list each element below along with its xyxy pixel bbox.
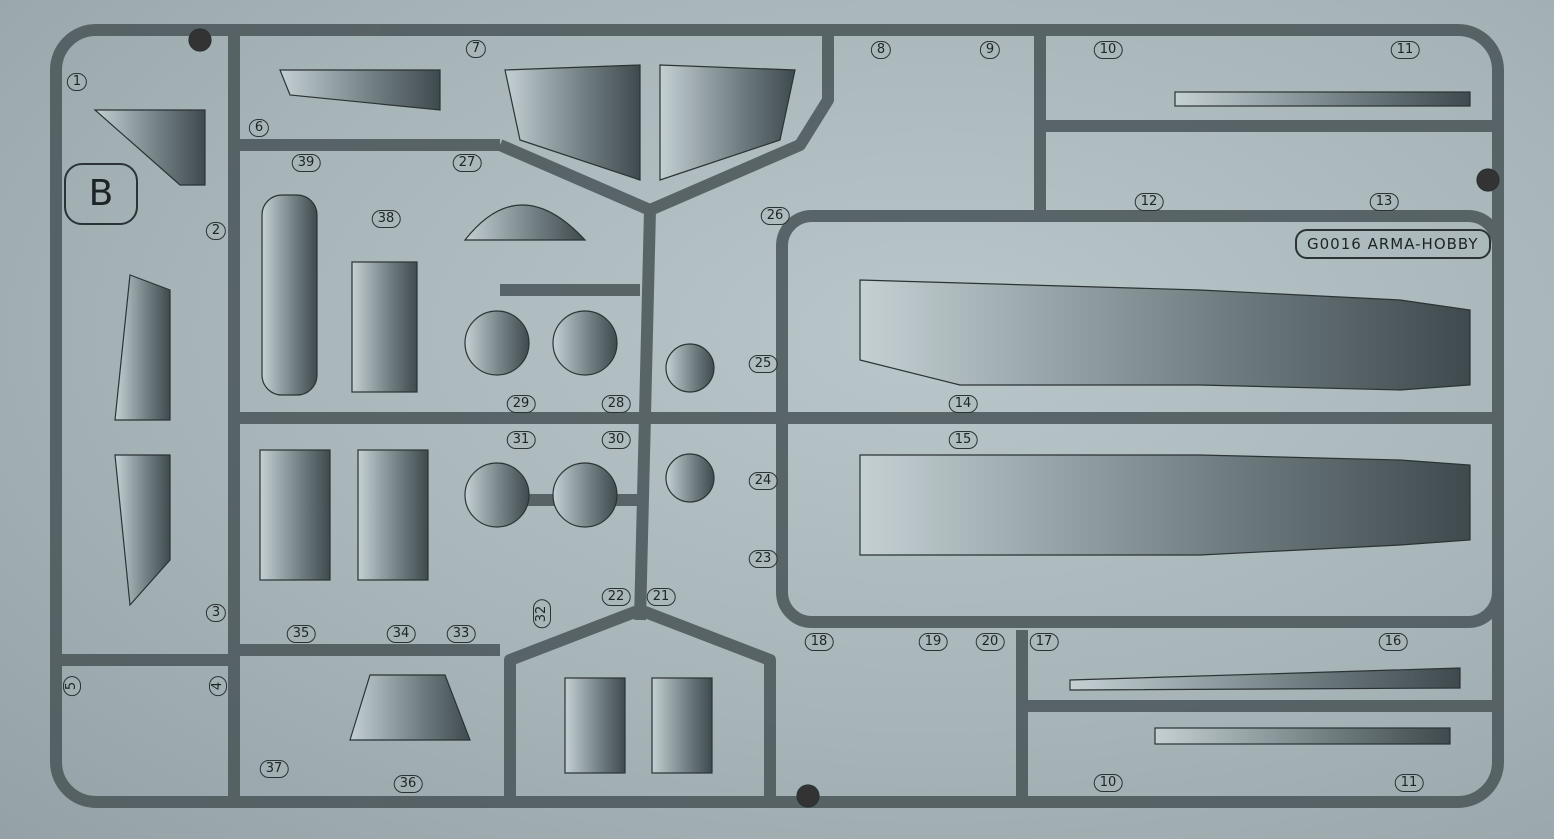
part-35 — [259, 449, 331, 581]
part-label: 6 — [248, 119, 270, 137]
part-label: 1 — [66, 73, 88, 91]
part-label: 18 — [804, 633, 834, 651]
radiator-21 — [651, 677, 713, 774]
part-label: 2 — [205, 222, 227, 240]
part-27 — [463, 204, 587, 241]
part-39 — [261, 194, 318, 396]
part-label: 5 — [63, 675, 81, 697]
part-11-top — [1174, 91, 1471, 107]
part-label: 16 — [1378, 633, 1408, 651]
part-label: 39 — [291, 154, 321, 172]
sprue-letter: B — [64, 163, 138, 225]
part-label: 30 — [601, 431, 631, 449]
radiator-22 — [564, 677, 626, 774]
part-label: 25 — [748, 355, 778, 373]
part-label: 23 — [748, 550, 778, 568]
part-label: 9 — [979, 41, 1001, 59]
part-label: 29 — [506, 395, 536, 413]
part-label: 15 — [948, 431, 978, 449]
part-label: 21 — [646, 588, 676, 606]
part-label: 28 — [601, 395, 631, 413]
part-label: 3 — [205, 604, 227, 622]
fuselage-half-upper — [859, 279, 1471, 391]
part-label: 7 — [465, 40, 487, 58]
part-label: 10 — [1093, 41, 1123, 59]
part-17 — [1069, 667, 1461, 691]
part-label: 4 — [209, 675, 227, 697]
part-label: 26 — [760, 207, 790, 225]
wing-left — [504, 64, 641, 181]
wheel-30 — [552, 462, 618, 528]
part-label: 17 — [1029, 633, 1059, 651]
parts — [93, 28, 1500, 808]
part-label: 13 — [1369, 193, 1399, 211]
part-6 — [279, 69, 441, 111]
part-label: 27 — [452, 154, 482, 172]
wing-right — [659, 64, 796, 181]
part-34 — [357, 449, 429, 581]
part-2 — [114, 274, 171, 421]
part-36 — [349, 674, 471, 741]
part-label: 32 — [533, 599, 551, 629]
part-38 — [351, 261, 418, 393]
part-3 — [114, 454, 171, 607]
ejector-pin-mark — [1476, 168, 1500, 192]
part-label: 19 — [918, 633, 948, 651]
part-label: 11 — [1394, 774, 1424, 792]
part-label: 37 — [259, 760, 289, 778]
fuselage-half-lower — [859, 454, 1471, 556]
part-label: 33 — [446, 625, 476, 643]
part-label: 24 — [748, 472, 778, 490]
part-label: 12 — [1134, 193, 1164, 211]
part-label: 35 — [286, 625, 316, 643]
part-label: 31 — [506, 431, 536, 449]
part-label: 11 — [1390, 41, 1420, 59]
part-label: 8 — [870, 41, 892, 59]
part-label: 20 — [975, 633, 1005, 651]
ejector-pin-mark — [796, 784, 820, 808]
part-label: 22 — [601, 588, 631, 606]
part-label: 14 — [948, 395, 978, 413]
part-24 — [665, 453, 715, 503]
part-label: 36 — [393, 775, 423, 793]
part-label: 34 — [386, 625, 416, 643]
wheel-31 — [464, 462, 530, 528]
part-label: 38 — [371, 210, 401, 228]
wheel-28 — [552, 310, 618, 376]
kit-code: G0016 ARMA-HOBBY — [1295, 229, 1491, 259]
runners — [50, 24, 1504, 808]
ejector-pin-mark — [188, 28, 212, 52]
wheel-29 — [464, 310, 530, 376]
part-1 — [93, 109, 206, 186]
part-11-bottom — [1154, 727, 1451, 745]
part-label: 10 — [1093, 774, 1123, 792]
part-25 — [665, 343, 715, 393]
